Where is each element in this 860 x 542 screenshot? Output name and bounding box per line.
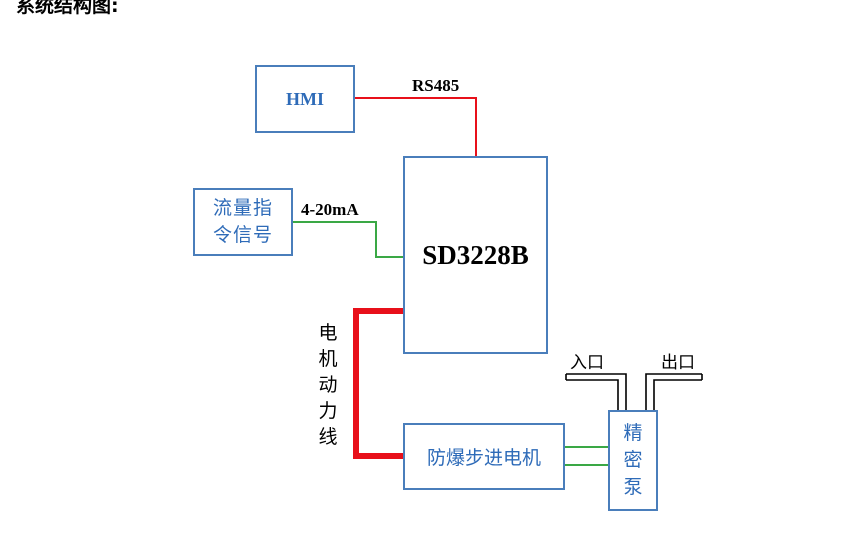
flow-signal-node-label: 流量指令信号 — [212, 197, 273, 246]
diagram-heading: 系统结构图: — [16, 0, 119, 17]
motor-power-line-label: 电机动力线 — [318, 322, 338, 448]
inlet-pipe-outer — [566, 373, 627, 411]
outlet-label: 出口 — [661, 353, 695, 373]
outlet-pipe-outer — [645, 373, 702, 411]
pump-node-label: 精密泵 — [623, 422, 643, 498]
controller-node-label: SD3228B — [422, 239, 529, 270]
pump-node: 精密泵 — [608, 410, 658, 511]
hmi-node-label: HMI — [286, 88, 324, 109]
motor-node: 防爆步进电机 — [403, 423, 565, 490]
current-signal-label: 4-20mA — [301, 200, 359, 219]
outlet-pipe-inner — [653, 379, 702, 411]
controller-node: SD3228B — [403, 156, 548, 354]
rs485-label: RS485 — [412, 76, 460, 95]
rs485-wire — [355, 97, 477, 156]
flow-signal-node: 流量指令信号 — [193, 188, 293, 256]
inlet-label: 入口 — [570, 353, 604, 373]
inlet-pipe-inner — [566, 379, 619, 411]
hmi-node: HMI — [255, 65, 355, 133]
motor-node-label: 防爆步进电机 — [426, 447, 541, 469]
signal-wire — [293, 221, 404, 258]
motor-power-wire — [353, 308, 404, 459]
